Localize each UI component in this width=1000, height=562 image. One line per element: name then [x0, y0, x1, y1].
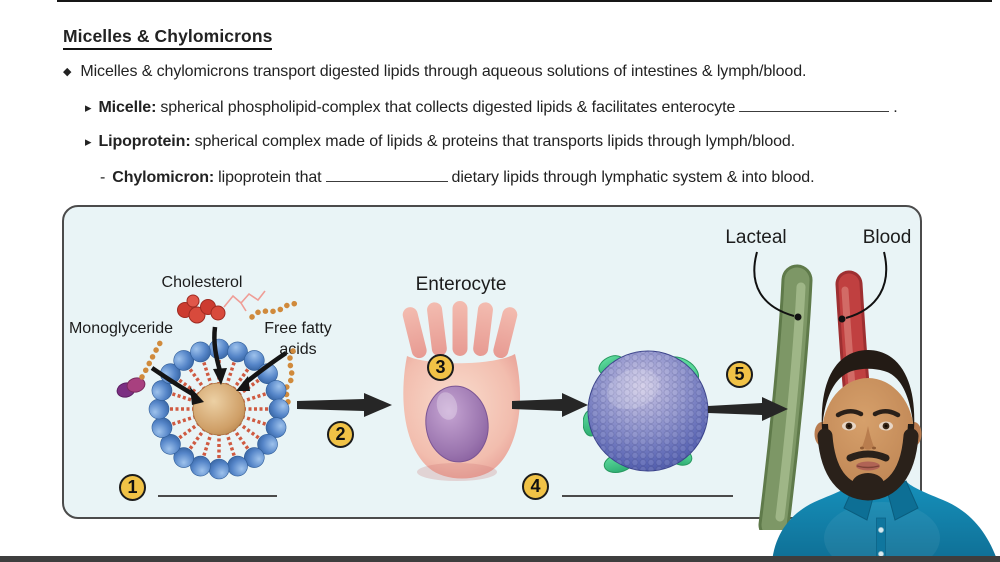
bullet-micelle-text: spherical phospholipid-complex that coll…: [160, 99, 736, 116]
eyebrow: [835, 409, 864, 418]
nose: [862, 426, 874, 450]
dash-bullet-icon: -: [100, 169, 106, 186]
answer-line-step-4: [562, 495, 733, 497]
micelle-illustration: [116, 290, 303, 481]
chin-beard: [852, 473, 884, 495]
monoglyceride-icon: [116, 340, 163, 398]
microvilli: [402, 301, 518, 359]
bullet-chylomicron: -Chylomicron:lipoprotein that dietary lip…: [100, 168, 815, 187]
hair: [821, 350, 915, 430]
free-fatty-acid-chains-icon: [249, 298, 303, 410]
placket: [876, 517, 886, 562]
bullet-lipoprotein-text: spherical complex made of lipids & prote…: [194, 133, 796, 150]
bottom-letterbox-bar: [0, 556, 1000, 562]
fill-in-blank-chylomicron: [325, 168, 448, 182]
triangle-bullet-icon: ▸: [85, 100, 92, 115]
top-letterbox-line: [57, 0, 992, 2]
bullet-intro: ◆ Micelles & chylomicrons transport diges…: [63, 63, 806, 81]
cholesterol-molecule-icon: [177, 290, 266, 324]
instructor-head: [814, 350, 922, 501]
label-cholesterol: Cholesterol: [161, 274, 243, 291]
eyebrow: [872, 409, 901, 418]
label-lacteal: Lacteal: [725, 227, 787, 248]
chylomicron-illustration: [583, 350, 709, 473]
arrow-chylomicron-to-lacteal: [708, 397, 788, 421]
label-free-fatty-acids: Free fatty acids: [264, 320, 332, 358]
bullet-intro-text: Micelles & chylomicrons transport digest…: [80, 63, 807, 80]
label-leader-lines: [753, 251, 888, 319]
step-badge-4: 4: [522, 473, 549, 500]
bullet-micelle-period: .: [893, 99, 898, 116]
bullet-chylomicron-tail: dietary lipids through lymphatic system …: [451, 169, 815, 186]
flow-arrows: [297, 393, 788, 421]
triangle-bullet-icon: ▸: [85, 134, 92, 149]
label-blood: Blood: [862, 227, 912, 248]
term-chylomicron: Chylomicron:: [112, 169, 215, 186]
bullet-chylomicron-text: lipoprotein that: [218, 169, 322, 186]
term-lipoprotein: Lipoprotein:: [98, 133, 191, 150]
instructor-video-overlay: [772, 350, 998, 562]
step-badge-5: 5: [726, 361, 753, 388]
arrow-enterocyte-to-chylomicron: [512, 393, 588, 417]
diamond-bullet-icon: ◆: [63, 66, 72, 78]
enterocyte-cell-illustration: [402, 301, 521, 481]
lacteal-vessel: [758, 264, 813, 530]
arrow-micelle-to-enterocyte: [297, 393, 392, 417]
bullet-micelle: ▸ Micelle:spherical phospholipid-complex …: [85, 98, 898, 117]
step-badge-3: 3: [427, 354, 454, 381]
term-micelle: Micelle:: [98, 99, 157, 116]
lips: [856, 461, 880, 471]
step-badge-1: 1: [119, 474, 146, 501]
shirt-button: [878, 527, 884, 533]
page-title: Micelles & Chylomicrons: [63, 26, 273, 50]
label-monoglyceride: Monoglyceride: [68, 320, 174, 337]
fill-in-blank-micelle: [739, 98, 890, 112]
bullet-lipoprotein: ▸ Lipoprotein:spherical complex made of l…: [85, 133, 795, 151]
mustache: [846, 450, 890, 462]
lipid-core: [192, 382, 246, 436]
answer-line-step-1: [158, 495, 277, 497]
step-badge-2: 2: [327, 421, 354, 448]
label-enterocyte: Enterocyte: [415, 274, 507, 295]
nucleus: [425, 385, 489, 463]
